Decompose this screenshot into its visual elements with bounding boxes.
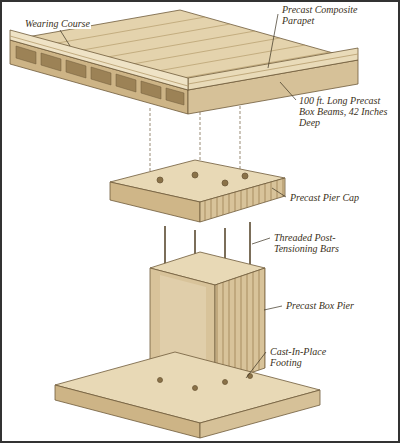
label-post-tensioning-bars: Threaded Post-Tensioning Bars — [273, 232, 375, 254]
label-pier-cap: Precast Pier Cap — [289, 192, 360, 203]
leader-lines — [60, 14, 296, 378]
pier-cap — [110, 160, 285, 222]
label-parapet: Precast Composite Parapet — [281, 4, 383, 26]
label-box-pier: Precast Box Pier — [285, 300, 355, 311]
label-wearing-course: Wearing Course — [24, 18, 91, 29]
label-footing: Cast-In-Place Footing — [269, 346, 351, 368]
label-box-beams: 100 ft. Long Precast Box Beams, 42 Inche… — [298, 95, 392, 128]
